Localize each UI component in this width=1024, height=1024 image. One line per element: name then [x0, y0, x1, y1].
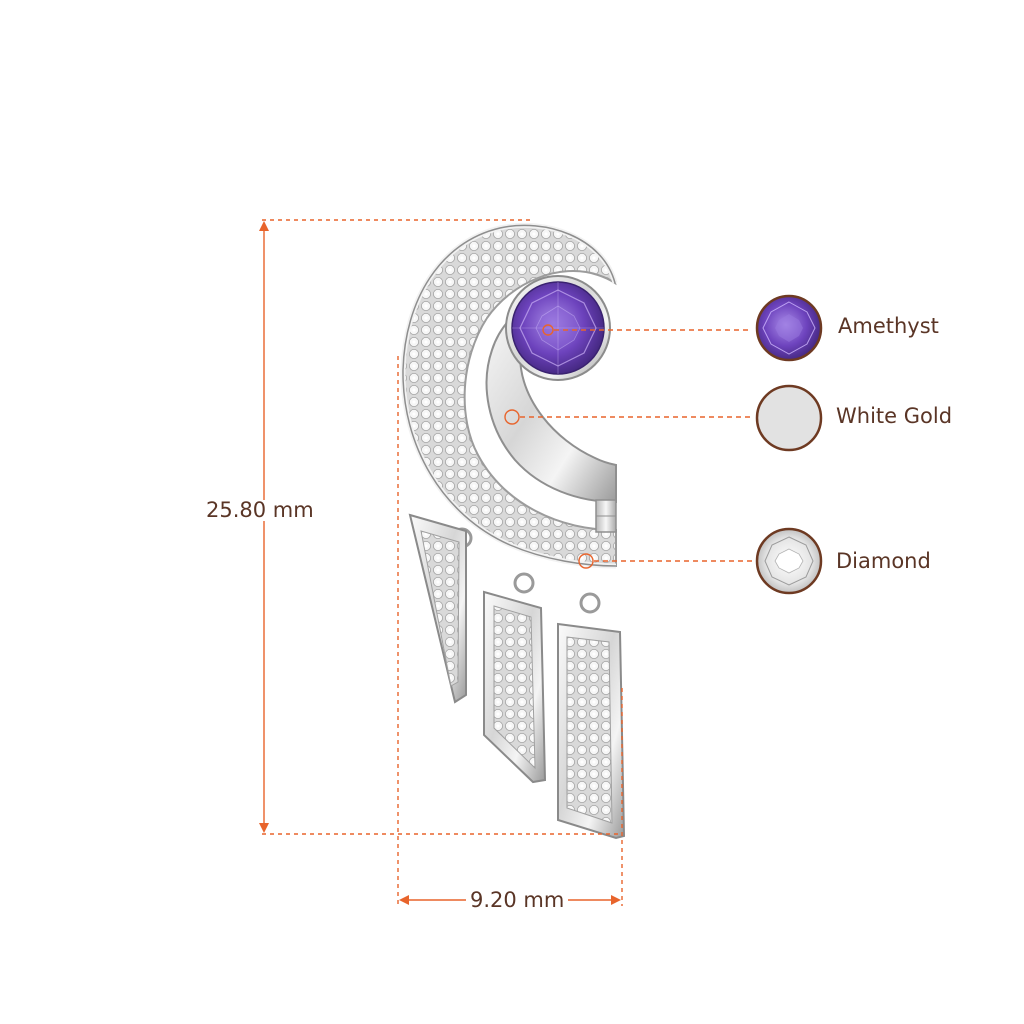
width-arrow-left [399, 895, 409, 905]
width-arrow-right [611, 895, 621, 905]
height-arrow-bottom [259, 823, 269, 833]
white-gold-swatch-icon [755, 384, 823, 452]
width-dimension-label: 9.20 mm [466, 890, 569, 911]
amethyst-callout-marker [542, 324, 554, 336]
earring-illustration [400, 222, 626, 840]
amethyst-stone [505, 275, 611, 381]
white-gold-callout-marker [504, 409, 520, 425]
hanging-drop-right [557, 622, 626, 840]
diamond-callout-marker [578, 553, 594, 569]
material-label-diamond: Diamond [836, 549, 931, 573]
material-label-white-gold: White Gold [836, 404, 953, 428]
material-label-amethyst: Amethyst [838, 314, 939, 338]
height-dimension-label: 25.80 mm [202, 500, 318, 521]
hanging-drop-middle [483, 590, 547, 784]
hanging-drop-left [408, 513, 467, 704]
diamond-swatch-icon [755, 527, 823, 595]
amethyst-swatch-icon [755, 294, 823, 362]
height-arrow-top [259, 221, 269, 231]
